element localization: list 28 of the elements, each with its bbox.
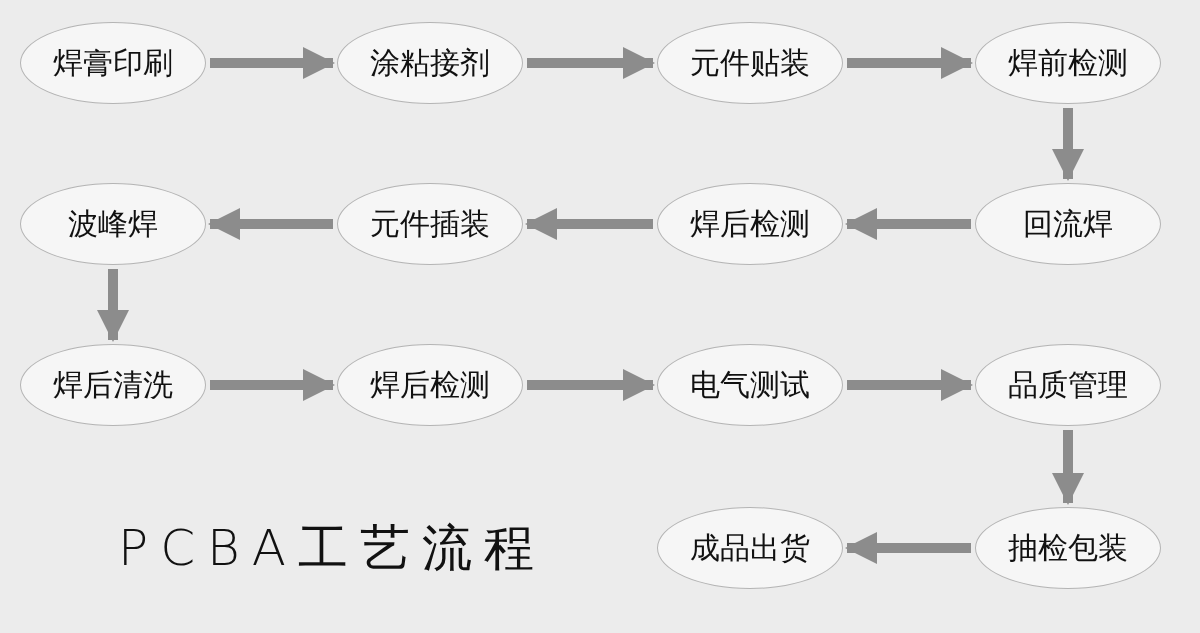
- step-label: 品质管理: [1008, 365, 1128, 404]
- step-label: 抽检包装: [1008, 528, 1128, 567]
- step-label: 焊前检测: [1008, 43, 1128, 82]
- step-label: 元件插装: [370, 204, 490, 243]
- step-label: 元件贴装: [690, 43, 810, 82]
- step-label: 电气测试: [690, 365, 810, 404]
- step-label: 成品出货: [690, 528, 810, 567]
- arrow: [527, 369, 655, 401]
- step-label: 焊后清洗: [53, 365, 173, 404]
- arrow: [527, 47, 655, 79]
- step-label: 焊后检测: [690, 204, 810, 243]
- step-label: 涂粘接剂: [370, 43, 490, 82]
- arrow: [210, 47, 335, 79]
- step-label: 焊膏印刷: [53, 43, 173, 82]
- arrow: [845, 208, 971, 240]
- arrow: [97, 269, 129, 342]
- arrow: [1052, 430, 1084, 505]
- step-label: 波峰焊: [68, 204, 158, 243]
- arrow: [845, 532, 971, 564]
- diagram-title: PCBA工艺流程: [118, 518, 546, 579]
- arrow: [210, 369, 335, 401]
- arrow: [525, 208, 653, 240]
- step-label: 回流焊: [1023, 204, 1113, 243]
- arrow: [847, 47, 973, 79]
- step-label: 焊后检测: [370, 365, 490, 404]
- arrow: [208, 208, 333, 240]
- arrow: [847, 369, 973, 401]
- arrow: [1052, 108, 1084, 181]
